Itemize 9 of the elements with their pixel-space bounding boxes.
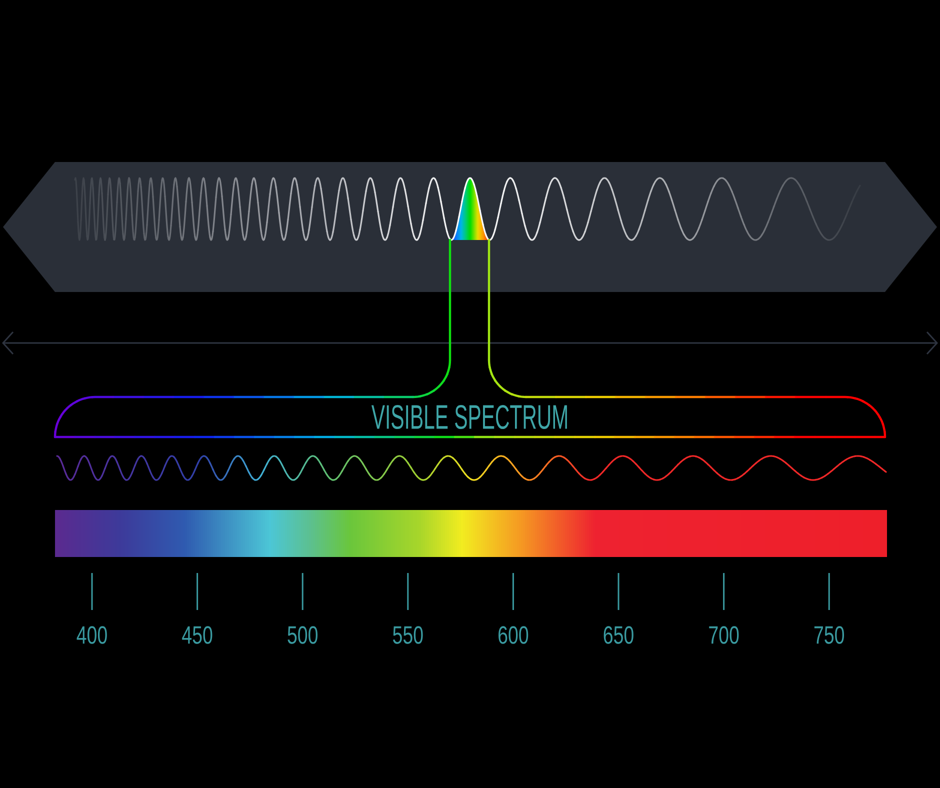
spectrum-bracket: VISIBLE SPECTRUM [54,238,886,438]
axis-label: 650 [604,626,634,644]
axis-label: 750 [814,626,844,644]
axis-label: 600 [498,626,528,644]
axis-label: 400 [76,626,107,644]
axis-label: 550 [393,626,423,644]
axis-label: 450 [182,626,212,644]
axis-label: 500 [288,626,318,644]
axis-label: 700 [709,626,739,644]
